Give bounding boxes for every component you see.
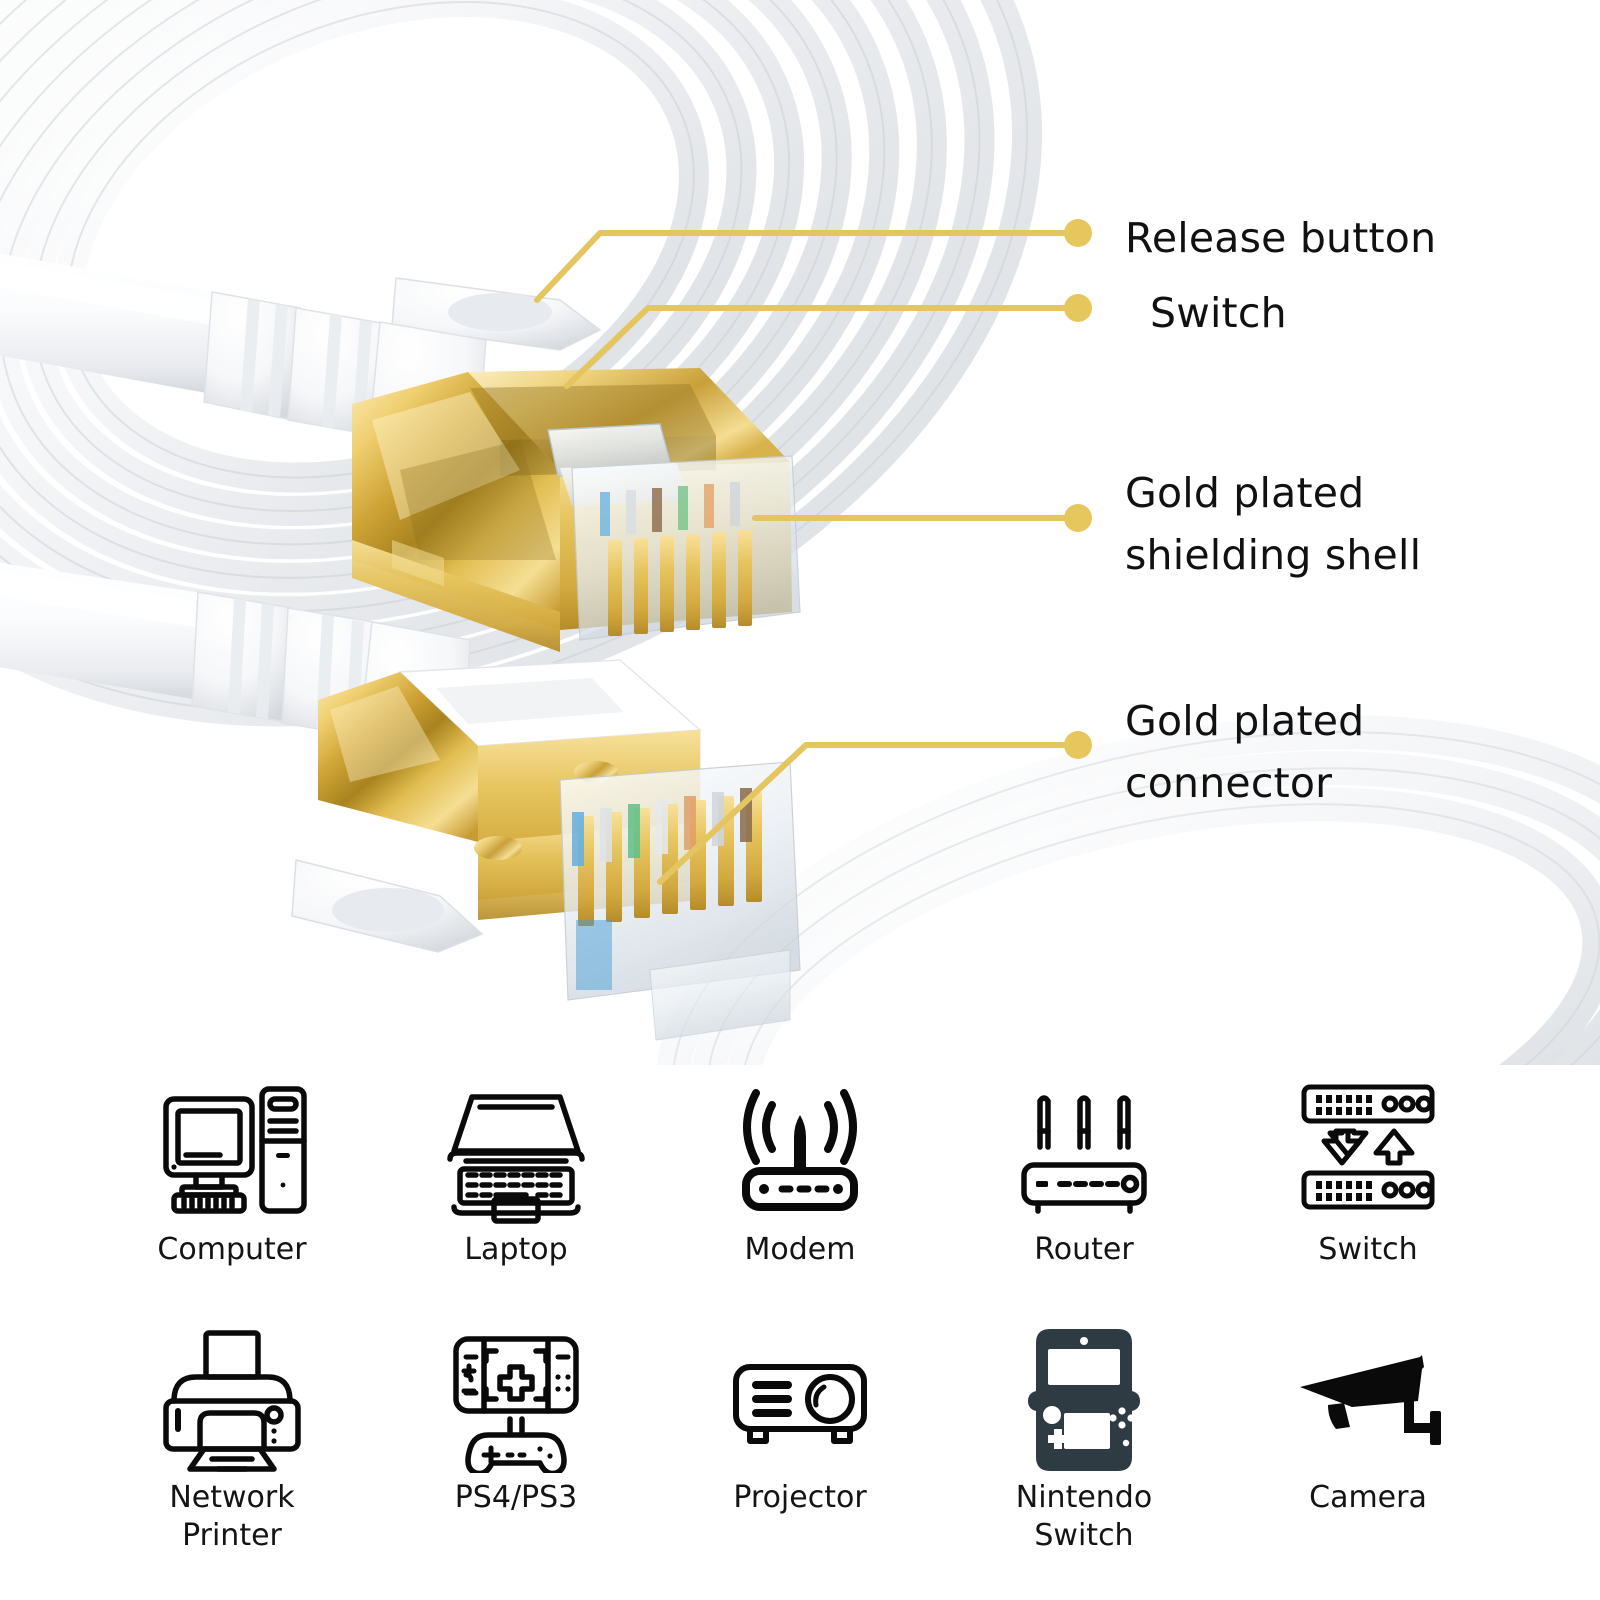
device-item-modem: Modem — [658, 1075, 942, 1323]
modem-icon — [720, 1075, 880, 1225]
network-switch-icon — [1288, 1075, 1448, 1225]
device-item-camera: Camera — [1226, 1323, 1510, 1571]
device-row-1: Computer Laptop — [90, 1075, 1510, 1323]
device-label-router: Router — [1034, 1232, 1134, 1267]
device-item-projector: Projector — [658, 1323, 942, 1571]
leader-line-release-button — [534, 230, 1073, 303]
device-item-nintendo-switch: Nintendo Switch — [942, 1323, 1226, 1571]
device-label-switch: Switch — [1318, 1232, 1418, 1267]
callout-label-gold-plated-shielding-shell: Gold plated shielding shell — [1125, 469, 1422, 580]
desktop-computer-icon — [152, 1075, 312, 1225]
handheld-console-icon — [1004, 1323, 1164, 1473]
callout-leader-lines — [534, 219, 1092, 885]
leader-line-switch — [564, 305, 1073, 389]
device-item-router: Router — [942, 1075, 1226, 1323]
device-label-computer: Computer — [157, 1232, 307, 1267]
device-label-playstation: PS4/PS3 — [454, 1480, 578, 1515]
twisted-pair-wires-lower — [572, 788, 752, 990]
callout-label-release-button: Release button — [1125, 214, 1437, 262]
device-label-laptop: Laptop — [464, 1232, 568, 1267]
callout-dot-shielding-shell — [1064, 504, 1092, 532]
device-item-playstation: PS4/PS3 — [374, 1323, 658, 1571]
leader-line-connector — [657, 742, 1073, 885]
device-item-computer: Computer — [90, 1075, 374, 1323]
printer-icon — [152, 1323, 312, 1473]
cable-coil-lower — [655, 715, 1600, 1065]
security-camera-icon — [1288, 1323, 1448, 1473]
gamepad-icon — [436, 1323, 596, 1473]
laptop-icon — [436, 1075, 596, 1225]
lower-connector-assembly — [0, 562, 801, 1041]
callout-label-gold-plated-connector: Gold plated connector — [1125, 697, 1365, 808]
device-item-switch: Switch — [1226, 1075, 1510, 1323]
coiled-cable-illustration — [0, 0, 1600, 1065]
twisted-pair-wires — [600, 482, 740, 536]
projector-icon — [720, 1323, 880, 1473]
device-label-nintendo-switch: Nintendo Switch — [1015, 1480, 1153, 1554]
router-icon — [1004, 1075, 1164, 1225]
product-photo: Release button Switch Gold plated shield… — [0, 0, 1600, 1065]
upper-connector-assembly — [0, 253, 801, 652]
callout-labels: Release button Switch Gold plated shield… — [1125, 214, 1437, 808]
device-item-network-printer: Network Printer — [90, 1323, 374, 1571]
strain-relief-boot — [203, 277, 602, 471]
callout-dot-release-button — [1064, 219, 1092, 247]
callout-dot-switch — [1064, 294, 1092, 322]
compatible-devices-grid: Computer Laptop — [90, 1075, 1510, 1580]
device-label-camera: Camera — [1309, 1480, 1427, 1515]
device-item-laptop: Laptop — [374, 1075, 658, 1323]
device-row-2: Network Printer — [90, 1323, 1510, 1571]
gold-contact-pins — [608, 530, 752, 636]
device-label-modem: Modem — [744, 1232, 856, 1267]
callout-dot-connector — [1064, 731, 1092, 759]
device-label-projector: Projector — [733, 1480, 867, 1515]
callout-label-switch: Switch — [1150, 289, 1287, 337]
device-label-network-printer: Network Printer — [169, 1480, 295, 1554]
